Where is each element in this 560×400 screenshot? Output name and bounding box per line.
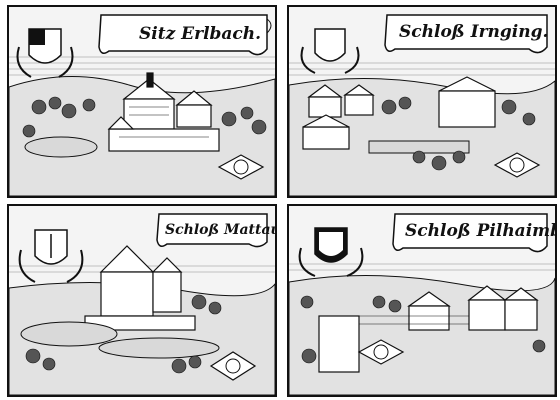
title-banner: Schloß Mattau. bbox=[156, 213, 275, 248]
plate-mattau: Schloß Mattau. bbox=[7, 204, 277, 397]
plate-irnging: Schloß Irnging. bbox=[287, 5, 557, 198]
compass-icon bbox=[209, 351, 257, 381]
plate-mattau-art: Schloß Mattau. bbox=[9, 213, 275, 395]
coat-of-arms-icon bbox=[16, 28, 74, 78]
plate-title: Schloß Irnging. bbox=[399, 22, 548, 42]
plate-erlbach: Sitz Erlbach. bbox=[7, 5, 277, 198]
compass-icon bbox=[217, 154, 265, 180]
plate-title: Sitz Erlbach. bbox=[139, 24, 261, 44]
plate-title: Schloß Mattau. bbox=[165, 222, 275, 238]
plate-irnging-art: Schloß Irnging. bbox=[289, 14, 555, 196]
title-banner: Schloß Pilhaimb. bbox=[392, 213, 555, 253]
coat-of-arms-icon bbox=[298, 227, 364, 277]
title-banner: Sitz Erlbach. bbox=[98, 14, 272, 56]
plate-title: Schloß Pilhaimb. bbox=[405, 221, 555, 241]
compass-icon bbox=[357, 339, 405, 365]
compass-icon bbox=[493, 152, 541, 178]
coat-of-arms-icon bbox=[300, 28, 360, 74]
plate-pilhaimb-art: Schloß Pilhaimb. bbox=[289, 213, 555, 395]
plate-pilhaimb: Schloß Pilhaimb. bbox=[287, 204, 557, 397]
plate-erlbach-art: Sitz Erlbach. bbox=[9, 14, 275, 196]
coat-of-arms-icon bbox=[18, 229, 84, 283]
title-banner: Schloß Irnging. bbox=[384, 14, 548, 54]
